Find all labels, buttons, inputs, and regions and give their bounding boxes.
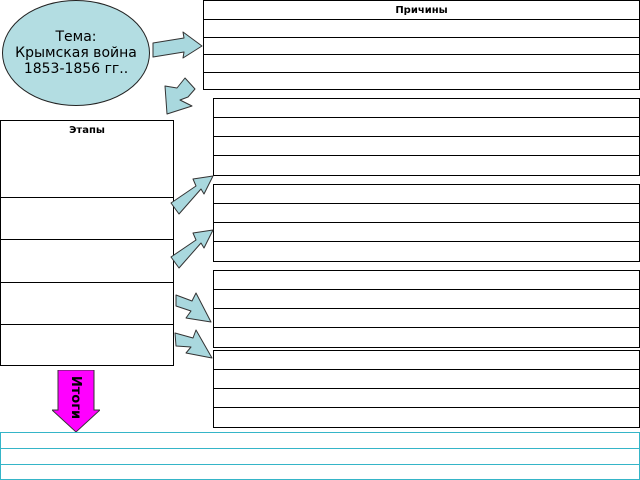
stage-detail-table-4 [213,350,640,428]
stage-detail-table-3 [213,270,640,348]
arrow-to-causes [152,31,203,59]
arrow-to-detail-3 [175,292,212,323]
results-label-wrap: Итоги [58,372,94,422]
topic-line-2: 1853-1856 гг.. [23,61,129,77]
topic-line-1: Крымская война [15,45,137,61]
results-table [0,432,640,480]
topic-ellipse: Тема: Крымская война 1853-1856 гг.. [2,0,150,106]
results-label: Итоги [68,375,84,419]
stages-table: Этапы [0,120,174,366]
causes-table: Причины [203,0,640,90]
stage-detail-table-2 [213,184,640,262]
arrow-to-detail-1 [170,175,214,215]
topic-label: Тема: [55,29,97,45]
arrow-to-stages [164,77,196,115]
stage-detail-table-1 [213,98,640,176]
results-arrow [52,370,100,433]
arrow-to-detail-4 [174,329,213,359]
stages-title: Этапы [69,125,105,136]
arrow-to-detail-2 [170,229,214,269]
causes-title: Причины [395,5,448,16]
